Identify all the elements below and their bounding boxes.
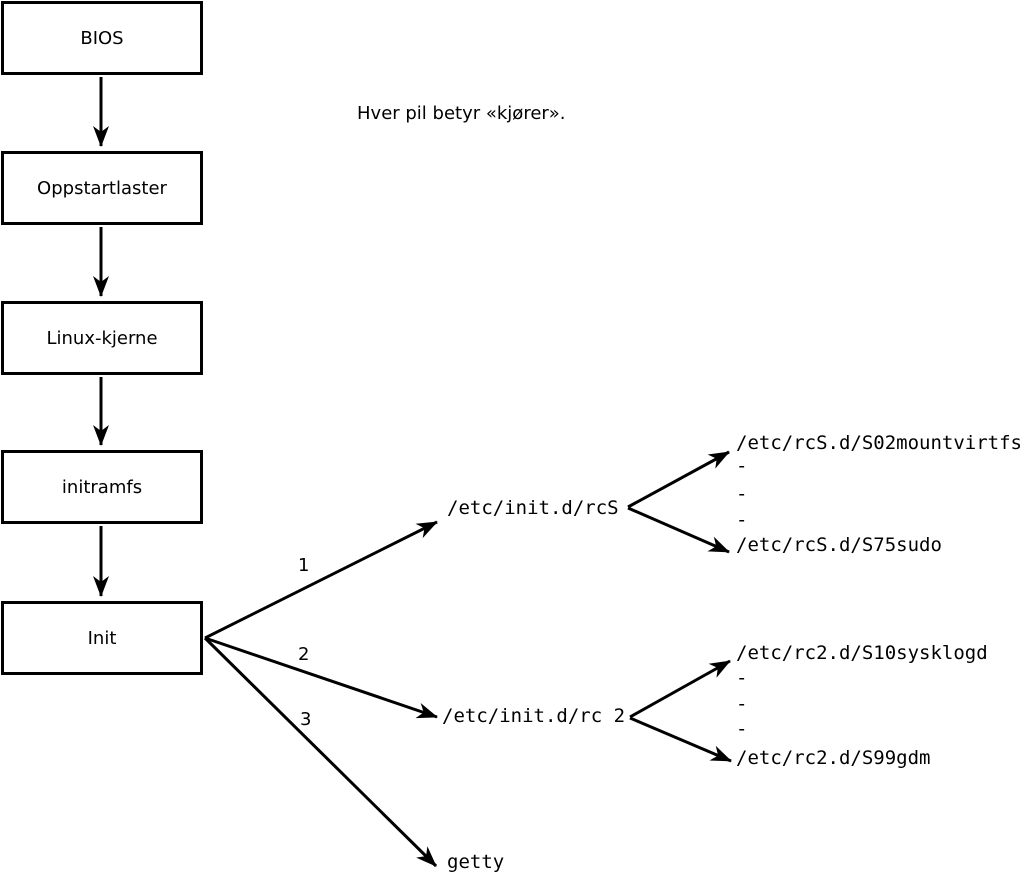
rcS-script-first: /etc/rcS.d/S02mountvirtfs xyxy=(736,432,1022,454)
rcS-ellipsis-dash: - xyxy=(736,455,748,477)
arrow-init-to-rc2 xyxy=(204,636,438,719)
box-oppstartlaster-label: Oppstartlaster xyxy=(37,177,167,199)
branch-label-2: 2 xyxy=(298,644,310,665)
node-init-d-rc2: /etc/init.d/rc 2 xyxy=(442,705,626,727)
box-oppstartlaster: Oppstartlaster xyxy=(1,151,203,225)
rc2-script-last: /etc/rc2.d/S99gdm xyxy=(736,747,931,769)
arrow-rcS-to-first xyxy=(627,450,730,509)
branch-label-1: 1 xyxy=(298,555,310,576)
box-bios: BIOS xyxy=(1,1,203,75)
box-bios-label: BIOS xyxy=(80,27,124,49)
rcS-ellipsis-dash: - xyxy=(736,483,748,505)
arrow-rc2-to-last xyxy=(629,716,732,763)
arrow-rcS-to-last xyxy=(627,506,730,554)
box-init: Init xyxy=(1,601,203,675)
box-linux-kjerne-label: Linux-kjerne xyxy=(46,327,158,349)
rc2-ellipsis-dash: - xyxy=(736,718,748,740)
arrow-init-to-getty xyxy=(203,636,438,868)
diagram-caption: Hver pil betyr «kjører». xyxy=(357,103,566,124)
arrow-init-to-rcS xyxy=(204,520,438,640)
node-getty: getty xyxy=(447,851,505,873)
box-linux-kjerne: Linux-kjerne xyxy=(1,301,203,375)
arrow-rc2-to-first xyxy=(629,659,731,719)
node-init-d-rcS: /etc/init.d/rcS xyxy=(447,497,619,519)
rc2-ellipsis-dash: - xyxy=(736,667,748,689)
rcS-ellipsis-dash: - xyxy=(736,509,748,531)
branch-label-3: 3 xyxy=(300,709,312,730)
rc2-script-first: /etc/rc2.d/S10sysklogd xyxy=(736,642,988,664)
box-initramfs-label: initramfs xyxy=(61,476,143,498)
box-initramfs: initramfs xyxy=(1,450,203,524)
rc2-ellipsis-dash: - xyxy=(736,693,748,715)
box-init-label: Init xyxy=(87,627,117,649)
rcS-script-last: /etc/rcS.d/S75sudo xyxy=(736,534,942,556)
